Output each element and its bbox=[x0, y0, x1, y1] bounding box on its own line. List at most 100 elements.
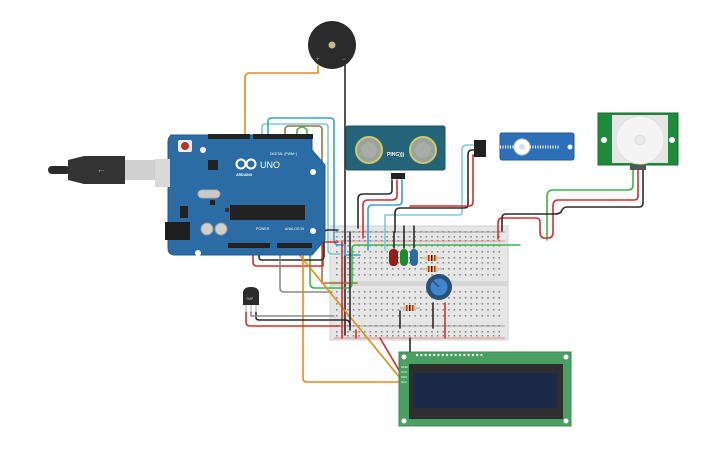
wire-tmp-gnd bbox=[255, 311, 351, 326]
breadboard-hole bbox=[380, 325, 383, 327]
resistor-2[interactable] bbox=[420, 266, 442, 272]
breadboard-hole bbox=[431, 240, 433, 242]
breadboard-hole bbox=[476, 297, 478, 299]
breadboard-hole bbox=[364, 268, 366, 270]
wire-ping-5v bbox=[362, 179, 398, 239]
breadboard-hole bbox=[414, 291, 416, 293]
breadboard-hole bbox=[403, 291, 405, 293]
wire-5v bbox=[252, 241, 339, 267]
breadboard-hole bbox=[392, 231, 394, 233]
breadboard-hole bbox=[498, 268, 500, 270]
breadboard-hole bbox=[408, 297, 411, 299]
servo-motor[interactable] bbox=[474, 132, 575, 161]
breadboard-hole bbox=[336, 335, 338, 337]
resistors bbox=[400, 255, 442, 311]
breadboard-hole bbox=[448, 236, 450, 238]
arduino-uno[interactable]: DIGITAL (PWM~) UNO ARDUINO POWER ANALOG … bbox=[155, 134, 326, 256]
breadboard-hole bbox=[436, 309, 439, 311]
breadboard-hole bbox=[492, 257, 495, 259]
breadboard-hole bbox=[352, 335, 355, 337]
breadboard-hole bbox=[425, 325, 428, 327]
breadboard-hole bbox=[347, 257, 349, 259]
breadboard-hole bbox=[420, 315, 422, 317]
breadboard-hole bbox=[476, 335, 478, 337]
lcd-display[interactable]: GND VCC SDA SCL bbox=[398, 351, 572, 427]
breadboard-hole bbox=[448, 331, 450, 333]
breadboard-hole bbox=[470, 291, 472, 293]
breadboard-hole bbox=[470, 257, 472, 259]
wire-lcd-vcc bbox=[379, 337, 401, 373]
pir-sensor[interactable] bbox=[597, 112, 679, 170]
potentiometer[interactable] bbox=[426, 274, 452, 300]
servo-mount-hole bbox=[567, 144, 573, 150]
breadboard-hole bbox=[403, 335, 405, 337]
breadboard-hole bbox=[336, 251, 338, 253]
breadboard-hole bbox=[425, 335, 428, 337]
breadboard-hole bbox=[414, 268, 416, 270]
breadboard-hole bbox=[358, 240, 360, 242]
breadboard-hole bbox=[397, 325, 400, 327]
breadboard-hole bbox=[459, 331, 461, 333]
pir-mount-hole bbox=[601, 137, 607, 143]
breadboard-hole bbox=[336, 297, 338, 299]
breadboard-hole bbox=[464, 297, 467, 299]
led-red[interactable] bbox=[389, 249, 398, 266]
breadboard-hole bbox=[431, 325, 433, 327]
led-green[interactable] bbox=[400, 249, 408, 266]
analog-header bbox=[277, 243, 312, 248]
chip-small bbox=[208, 160, 218, 170]
breadboard-hole bbox=[431, 231, 433, 233]
breadboard-hole bbox=[470, 303, 472, 305]
usb-plug-metal bbox=[125, 160, 155, 180]
breadboard-hole bbox=[347, 291, 349, 293]
power-header-label: POWER bbox=[256, 227, 270, 231]
breadboard-hole bbox=[464, 303, 467, 305]
breadboard-hole bbox=[487, 309, 489, 311]
piezo-buzzer[interactable]: + − bbox=[308, 21, 356, 69]
breadboard-hole bbox=[352, 274, 355, 276]
breadboard-hole bbox=[408, 268, 411, 270]
breadboard-hole bbox=[358, 262, 360, 264]
breadboard-hole bbox=[470, 297, 472, 299]
breadboard-hole bbox=[414, 240, 416, 242]
breadboard-hole bbox=[436, 262, 439, 264]
breadboard-hole bbox=[470, 251, 472, 253]
lcd-header-pin bbox=[458, 353, 462, 357]
led-blue[interactable] bbox=[410, 249, 418, 266]
resistor-1[interactable] bbox=[420, 255, 442, 261]
breadboard-hole bbox=[420, 236, 422, 238]
breadboard-hole bbox=[481, 315, 484, 317]
breadboard-hole bbox=[408, 251, 411, 253]
breadboard-hole bbox=[352, 240, 355, 242]
breadboard-hole bbox=[431, 236, 433, 238]
breadboard-hole bbox=[459, 251, 461, 253]
ultrasonic-sensor[interactable]: PING))) bbox=[345, 125, 446, 179]
breadboard-hole bbox=[420, 331, 422, 333]
breadboard-hole bbox=[375, 231, 377, 233]
breadboard-hole bbox=[420, 240, 422, 242]
breadboard-hole bbox=[364, 291, 366, 293]
breadboard-hole bbox=[498, 335, 500, 337]
breadboard-hole bbox=[375, 335, 377, 337]
lcd-header-pin bbox=[454, 353, 457, 357]
breadboard-hole bbox=[470, 236, 472, 238]
breadboard-hole bbox=[347, 236, 349, 238]
breadboard-hole bbox=[386, 315, 388, 317]
breadboard-hole bbox=[414, 325, 416, 327]
breadboard-hole bbox=[453, 231, 456, 233]
breadboard-hole bbox=[408, 257, 411, 259]
tmp-sensor[interactable]: TMP bbox=[243, 287, 259, 312]
breadboard-hole bbox=[358, 303, 360, 305]
breadboard-hole bbox=[431, 315, 433, 317]
breadboard-hole bbox=[498, 325, 500, 327]
resistor-3[interactable] bbox=[400, 305, 420, 311]
breadboard-hole bbox=[380, 331, 383, 333]
breadboard-hole bbox=[448, 315, 450, 317]
breadboard-hole bbox=[369, 291, 372, 293]
breadboard-hole bbox=[476, 315, 478, 317]
crystal-oscillator bbox=[197, 189, 221, 199]
breadboard-hole bbox=[336, 240, 338, 242]
breadboard-hole bbox=[386, 297, 388, 299]
breadboard-hole bbox=[498, 236, 500, 238]
breadboard-hole bbox=[369, 268, 372, 270]
